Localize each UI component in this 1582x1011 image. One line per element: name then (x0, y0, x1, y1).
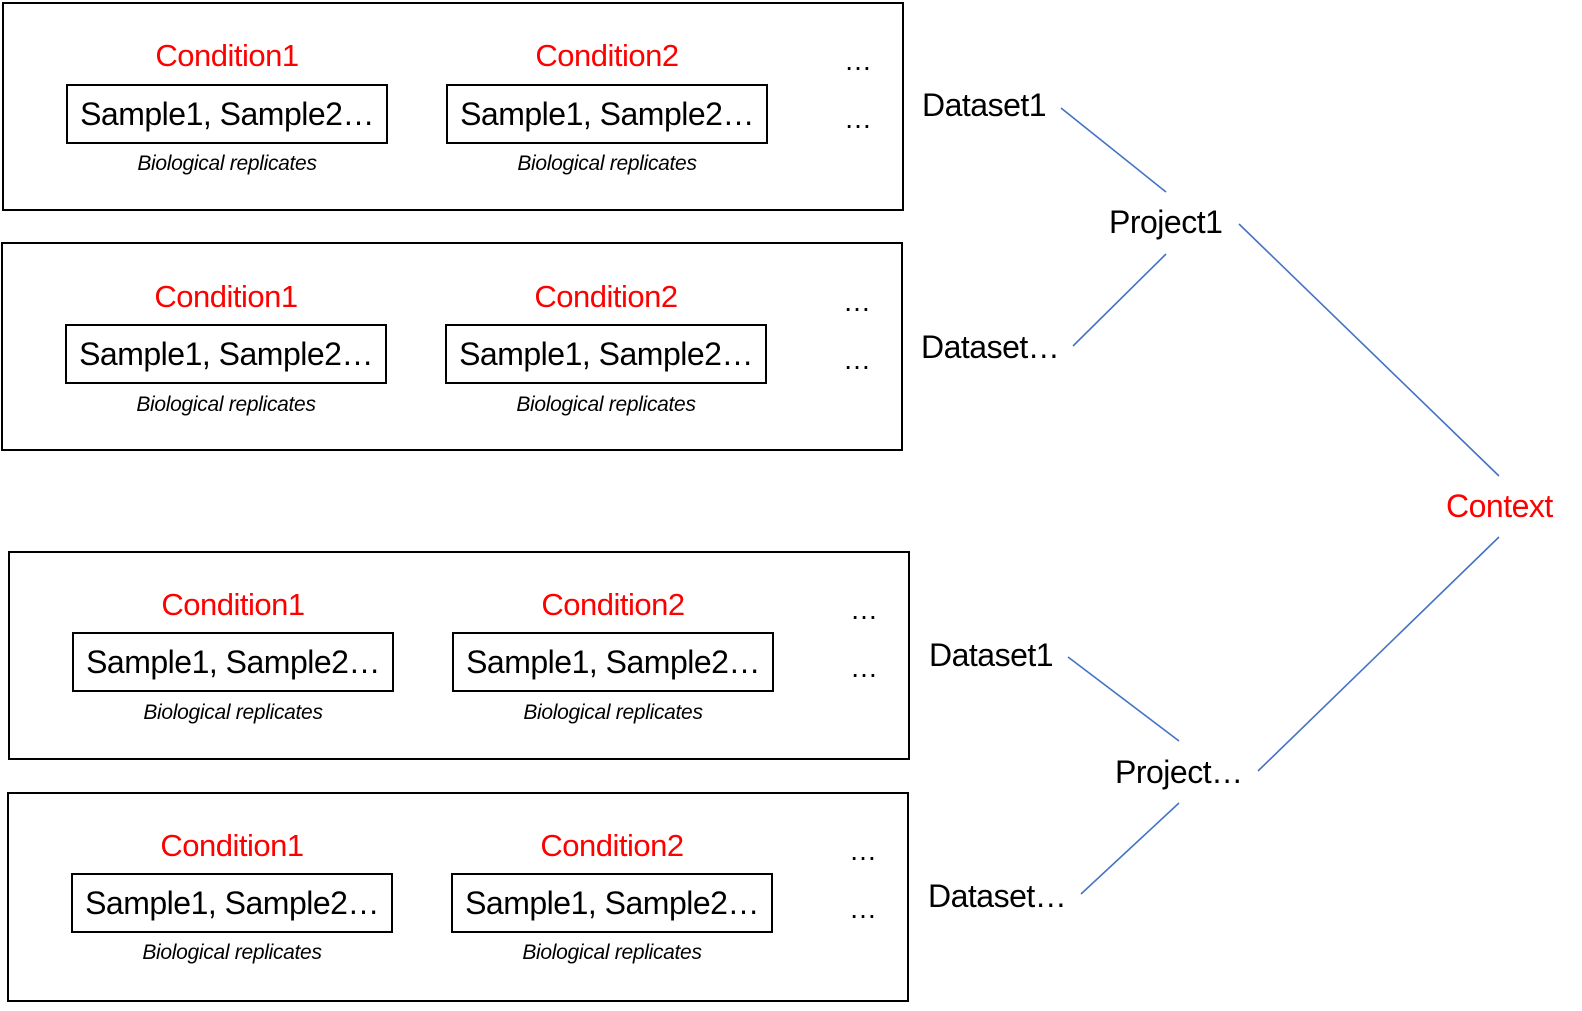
sample-box: Sample1, Sample2… (445, 324, 767, 384)
more-conditions-ellipsis: … (849, 835, 877, 866)
condition-title: Condition1 (155, 38, 299, 73)
connector-line (1080, 802, 1180, 895)
condition-title: Condition1 (160, 828, 304, 863)
dataset-label: Dataset… (921, 329, 1060, 365)
more-conditions-ellipsis: … (844, 45, 872, 76)
connector-line (1072, 253, 1167, 347)
replicates-note: Biological replicates (517, 152, 697, 175)
more-conditions-ellipsis: … (843, 286, 871, 317)
condition-title: Condition2 (540, 828, 684, 863)
dataset-label: Dataset1 (922, 87, 1047, 123)
sample-box: Sample1, Sample2… (71, 873, 393, 933)
dataset-panel-4: Condition1 Sample1, Sample2… Biological … (7, 792, 909, 1002)
sample-box: Sample1, Sample2… (452, 632, 774, 692)
condition-title: Condition2 (541, 587, 685, 622)
condition-title: Condition1 (161, 587, 305, 622)
connector-line (1257, 536, 1500, 772)
sample-box: Sample1, Sample2… (65, 324, 387, 384)
dataset-panel-3: Condition1 Sample1, Sample2… Biological … (8, 551, 910, 760)
dataset-panel-2: Condition1 Sample1, Sample2… Biological … (1, 242, 903, 451)
dataset-label: Dataset… (928, 878, 1067, 914)
replicates-note: Biological replicates (516, 393, 696, 416)
project-label: Project… (1115, 754, 1243, 790)
dataset-label: Dataset1 (929, 637, 1054, 673)
more-samples-ellipsis: … (849, 893, 877, 924)
condition-title: Condition2 (535, 38, 679, 73)
condition-title: Condition2 (534, 279, 678, 314)
replicates-note: Biological replicates (143, 701, 323, 724)
more-samples-ellipsis: … (850, 652, 878, 683)
more-conditions-ellipsis: … (850, 594, 878, 625)
replicates-note: Biological replicates (137, 152, 317, 175)
more-samples-ellipsis: … (843, 344, 871, 375)
connector-line (1238, 223, 1500, 477)
sample-box: Sample1, Sample2… (66, 84, 388, 144)
sample-box: Sample1, Sample2… (446, 84, 768, 144)
project-label: Project1 (1109, 204, 1223, 240)
replicates-note: Biological replicates (136, 393, 316, 416)
sample-box: Sample1, Sample2… (451, 873, 773, 933)
more-samples-ellipsis: … (844, 103, 872, 134)
condition-title: Condition1 (154, 279, 298, 314)
context-label: Context (1446, 488, 1553, 524)
replicates-note: Biological replicates (522, 941, 702, 964)
replicates-note: Biological replicates (523, 701, 703, 724)
sample-box: Sample1, Sample2… (72, 632, 394, 692)
replicates-note: Biological replicates (142, 941, 322, 964)
dataset-panel-1: Condition1 Sample1, Sample2… Biological … (2, 2, 904, 211)
connector-line (1067, 656, 1180, 742)
connector-line (1060, 107, 1167, 193)
